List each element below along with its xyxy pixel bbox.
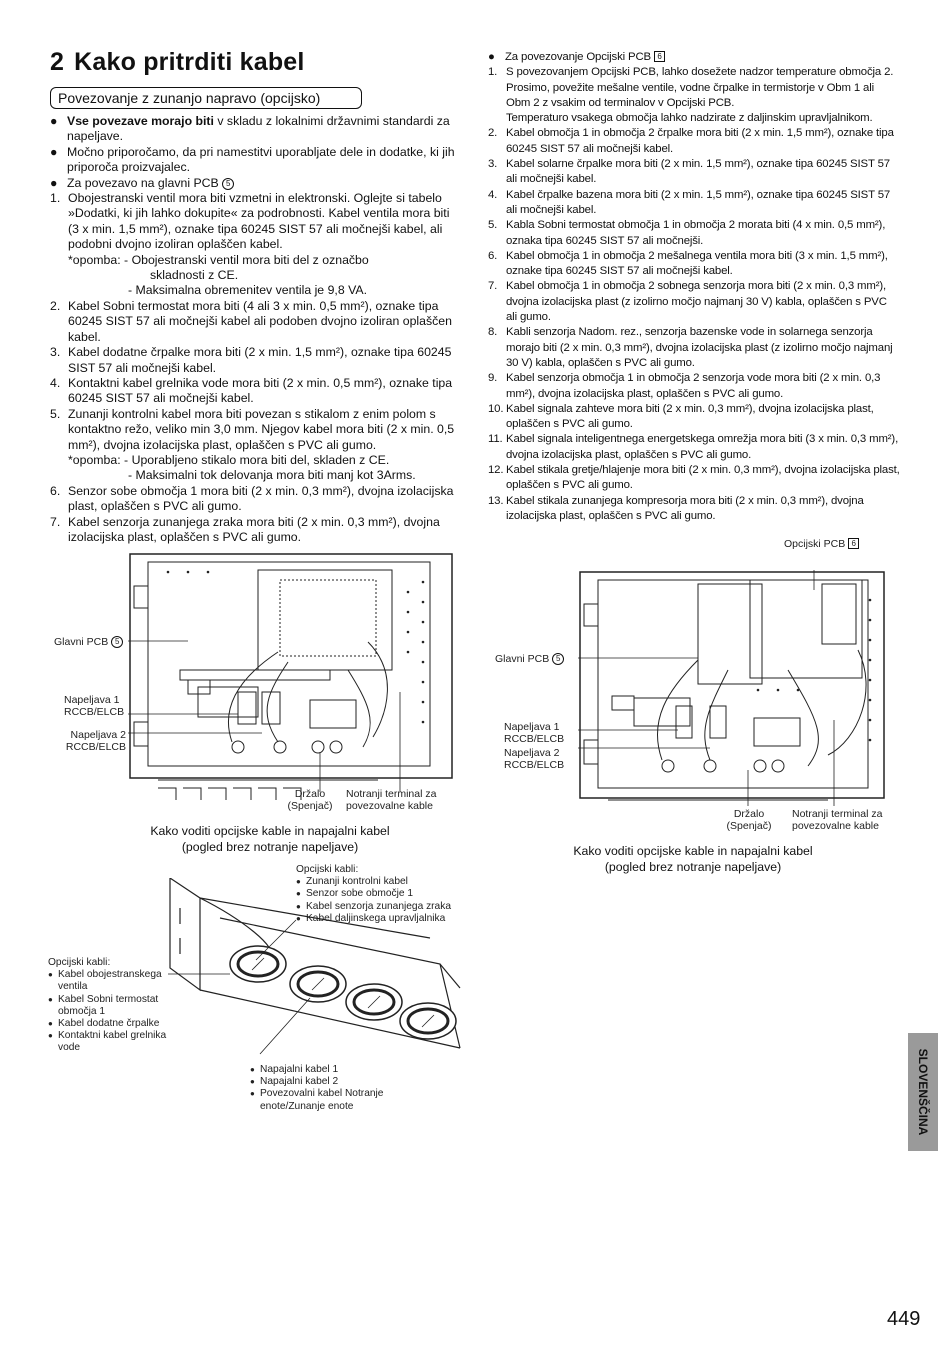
- r-item-5: 5.Kabla Sobni termostat območja 1 in obm…: [488, 219, 886, 247]
- left-holder-label: Držalo(Spenjač): [287, 788, 333, 812]
- r-item-4: 4.Kabel črpalke bazena mora biti (2 x mi…: [488, 188, 891, 216]
- title-text: Kako pritrditi kabel: [74, 48, 305, 76]
- item-4: 4.Kontaktni kabel grelnika vode mora bit…: [50, 375, 453, 406]
- r-item-12: 12.Kabel stikala gretje/hlajenje mora bi…: [488, 464, 900, 492]
- note-1a: *opomba: - Obojestranski ventil mora bit…: [68, 252, 369, 267]
- left-optional-cables-list: Opcijski kabli: Kabel obojestranskega ve…: [48, 957, 178, 1055]
- item-7: 7.Kabel senzorja zunanjega zraka mora bi…: [50, 514, 440, 544]
- left-wiring-diagram: [128, 553, 453, 800]
- right-holder-label: Držalo(Spenjač): [726, 808, 772, 832]
- item-3: 3.Kabel dodatne črpalke mora biti (2 x m…: [50, 345, 452, 375]
- bullet-3: ●Za povezavo na glavni PCB 5: [50, 176, 462, 191]
- page-number: 449: [887, 1308, 921, 1330]
- bullet-1-bold: Vse povezave morajo biti: [67, 114, 214, 128]
- bullet-2: ●Močno priporočamo, da pri namestitvi up…: [50, 144, 455, 175]
- r-item-9: 9.Kabel senzorja območja 1 in območja 2 …: [488, 372, 881, 400]
- r-item-13: 13.Kabel stikala zunanjega kompresorja m…: [488, 494, 864, 522]
- right-heading: ●Za povezovanje Opcijski PCB 6: [488, 50, 900, 65]
- left-main-pcb-label: Glavni PCB 5: [54, 636, 124, 648]
- right-diagram-caption: Kako voditi opcijske kable in napajalni …: [573, 844, 813, 874]
- left-column: ●Vse povezave morajo biti v skladu z lok…: [50, 114, 462, 545]
- r-item-11: 11.Kabel signala inteligentnega energets…: [488, 433, 899, 461]
- item-5: 5.Zunanji kontrolni kabel mora biti pove…: [50, 406, 455, 452]
- r-item-10: 10.Kabel signala zahteve mora biti (2 x …: [488, 402, 874, 431]
- ref-6-icon: 6: [654, 51, 666, 62]
- item-1: 1.Obojestranski ventil mora biti vzmetni…: [50, 191, 450, 252]
- power-cables-list: Napajalni kabel 1 Napajalni kabel 2 Pove…: [250, 1064, 400, 1113]
- left-diagram-caption: Kako voditi opcijske kable in napajalni …: [150, 824, 390, 854]
- r-item-3: 3.Kabel solarne črpalke mora biti (2 x m…: [488, 158, 890, 186]
- note-1c: - Maksimalna obremenitev ventila je 9,8 …: [128, 283, 367, 298]
- bullet-1: ●Vse povezave morajo biti v skladu z lok…: [50, 114, 450, 144]
- ref-5-icon: 5: [111, 636, 124, 648]
- bottom-cable-entry-diagram: [168, 878, 461, 1055]
- ref-6-icon: 6: [848, 538, 860, 549]
- language-tab: SLOVENŠČINA: [908, 1033, 938, 1151]
- right-optional-pcb-label: Opcijski PCB 6: [784, 538, 860, 550]
- item-6: 6.Senzor sobe območja 1 mora biti (2 x m…: [50, 483, 454, 514]
- r-item-1: 1.S povezovanjem Opcijski PCB, lahko dos…: [488, 66, 894, 125]
- right-main-pcb-label: Glavni PCB 5: [495, 653, 565, 665]
- section-number: 2: [50, 48, 65, 76]
- note-5b: - Maksimalni tok delovanja mora biti man…: [128, 468, 416, 483]
- top-optional-cables-list: Opcijski kabli: Zunanji kontrolni kabel …: [296, 864, 451, 925]
- section-heading: Povezovanje z zunanjo napravo (opcijsko): [50, 87, 362, 109]
- item-2: 2.Kabel Sobni termostat mora biti (4 ali…: [50, 298, 452, 344]
- note-5a: *opomba: - Uporabljeno stikalo mora biti…: [68, 452, 390, 467]
- right-column: ●Za povezovanje Opcijski PCB 6 1.S povez…: [488, 50, 900, 524]
- r-item-2: 2.Kabel območja 1 in območja 2 črpalke m…: [488, 127, 894, 155]
- r-item-8: 8.Kabli senzorja Nadom. rez., senzorja b…: [488, 326, 893, 369]
- note-1b: skladnosti z CE.: [150, 268, 239, 283]
- r-item-6: 6.Kabel območja 1 in območja 2 mešalnega…: [488, 249, 888, 278]
- page-title: 2 Kako pritrditi kabel: [50, 48, 305, 77]
- ref-5-icon: 5: [222, 177, 235, 190]
- bullet-1-text: v skladu z lokalnimi državnimi standardi…: [67, 114, 450, 144]
- r-item-7: 7.Kabel območja 1 in območja 2 sobnega s…: [488, 280, 887, 324]
- ref-5-icon: 5: [552, 653, 565, 665]
- right-wiring-diagram: [578, 570, 885, 806]
